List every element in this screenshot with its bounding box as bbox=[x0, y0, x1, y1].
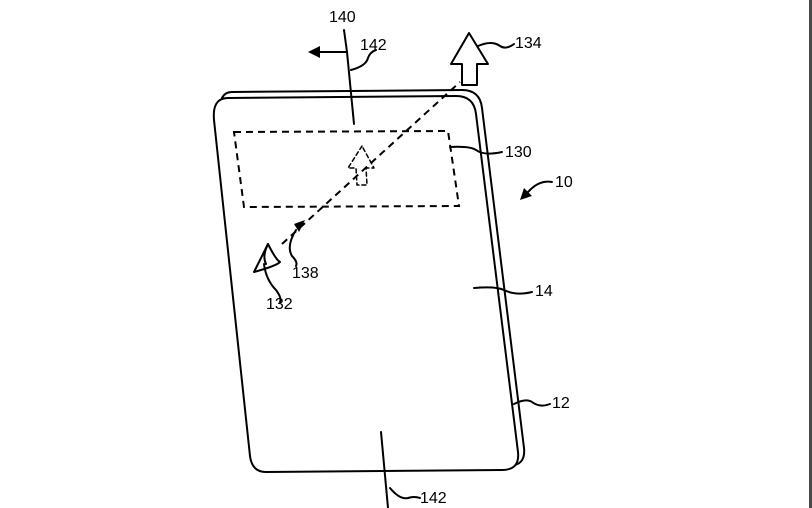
arrow-10-head bbox=[520, 188, 532, 200]
label-142-bottom: 142 bbox=[420, 490, 447, 507]
leader-134 bbox=[477, 42, 515, 49]
real-arrow-134 bbox=[450, 32, 489, 86]
device-front-face bbox=[212, 95, 520, 473]
virtual-arrow-dashed bbox=[347, 145, 375, 186]
line-142-top bbox=[343, 29, 355, 125]
window-region-130 bbox=[232, 129, 461, 209]
label-12: 12 bbox=[552, 395, 570, 412]
label-142-top: 142 bbox=[360, 37, 387, 54]
leader-14 bbox=[473, 286, 533, 295]
label-140: 140 bbox=[329, 9, 356, 26]
line-142-bottom bbox=[380, 431, 389, 508]
arrow-10 bbox=[523, 180, 553, 197]
label-130: 130 bbox=[505, 144, 532, 161]
label-10: 10 bbox=[555, 174, 573, 191]
eye-icon bbox=[253, 243, 281, 273]
leader-142-bottom bbox=[389, 487, 421, 500]
sight-arrowhead bbox=[294, 220, 305, 232]
label-14: 14 bbox=[535, 283, 553, 300]
leader-132 bbox=[263, 263, 282, 303]
label-134: 134 bbox=[515, 35, 542, 52]
arrow-140-head bbox=[308, 46, 320, 58]
leader-142-top bbox=[350, 49, 377, 71]
label-132: 132 bbox=[266, 296, 293, 313]
line-of-sight bbox=[281, 81, 461, 245]
leader-12 bbox=[513, 399, 551, 407]
leader-138 bbox=[288, 229, 298, 267]
leader-130 bbox=[449, 145, 503, 155]
eye-pupil bbox=[263, 243, 269, 265]
right-edge-bar bbox=[809, 0, 812, 508]
label-138: 138 bbox=[292, 265, 319, 282]
